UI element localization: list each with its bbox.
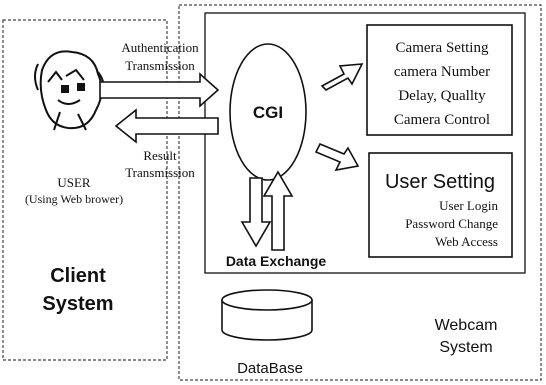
user-sub-label: (Using Web brower) (25, 192, 123, 206)
webcam-server-frame (204, 12, 526, 274)
data-exchange-down-arrow (240, 177, 272, 248)
result-label-line1: Result (143, 148, 177, 163)
authentication-label-line1: Authentication (121, 40, 199, 55)
camera-setting-line-1: Camera Setting (396, 40, 489, 56)
result-label-line2: Transmission (125, 165, 195, 180)
cgi-label: CGI (253, 103, 283, 122)
user-setting-line-1: User Login (439, 198, 498, 213)
camera-setting-line-3: Delay, Quallty (398, 88, 486, 104)
user-label: USER (57, 175, 91, 190)
client-system-title-line1: Client (50, 265, 106, 287)
cgi-node (229, 43, 307, 181)
data-exchange-label: Data Exchange (226, 253, 327, 269)
client-system-boundary (2, 19, 168, 361)
user-face-icon (34, 50, 106, 131)
camera-setting-line-4: Camera Control (394, 112, 490, 128)
result-arrow (114, 108, 219, 144)
webcam-system-boundary (178, 4, 542, 381)
webcam-system-title-line1: Webcam (435, 317, 498, 334)
client-system-title-line2: System (42, 293, 113, 315)
arrow-to-camera-setting (320, 63, 364, 91)
data-exchange-up-arrow (262, 170, 294, 251)
database-label: DataBase (237, 360, 303, 377)
database-cylinder-icon (221, 289, 313, 341)
user-setting-box (368, 152, 513, 258)
camera-setting-line-2: camera Number (394, 64, 490, 80)
user-setting-line-3: Web Access (435, 234, 498, 249)
camera-setting-box (366, 24, 513, 136)
authentication-label-line2: Transmission (125, 58, 195, 73)
authentication-arrow (99, 72, 220, 108)
user-setting-title: User Setting (385, 171, 495, 193)
user-setting-line-2: Password Change (405, 216, 498, 231)
webcam-system-title-line2: System (439, 339, 492, 356)
arrow-to-user-setting (314, 142, 360, 172)
